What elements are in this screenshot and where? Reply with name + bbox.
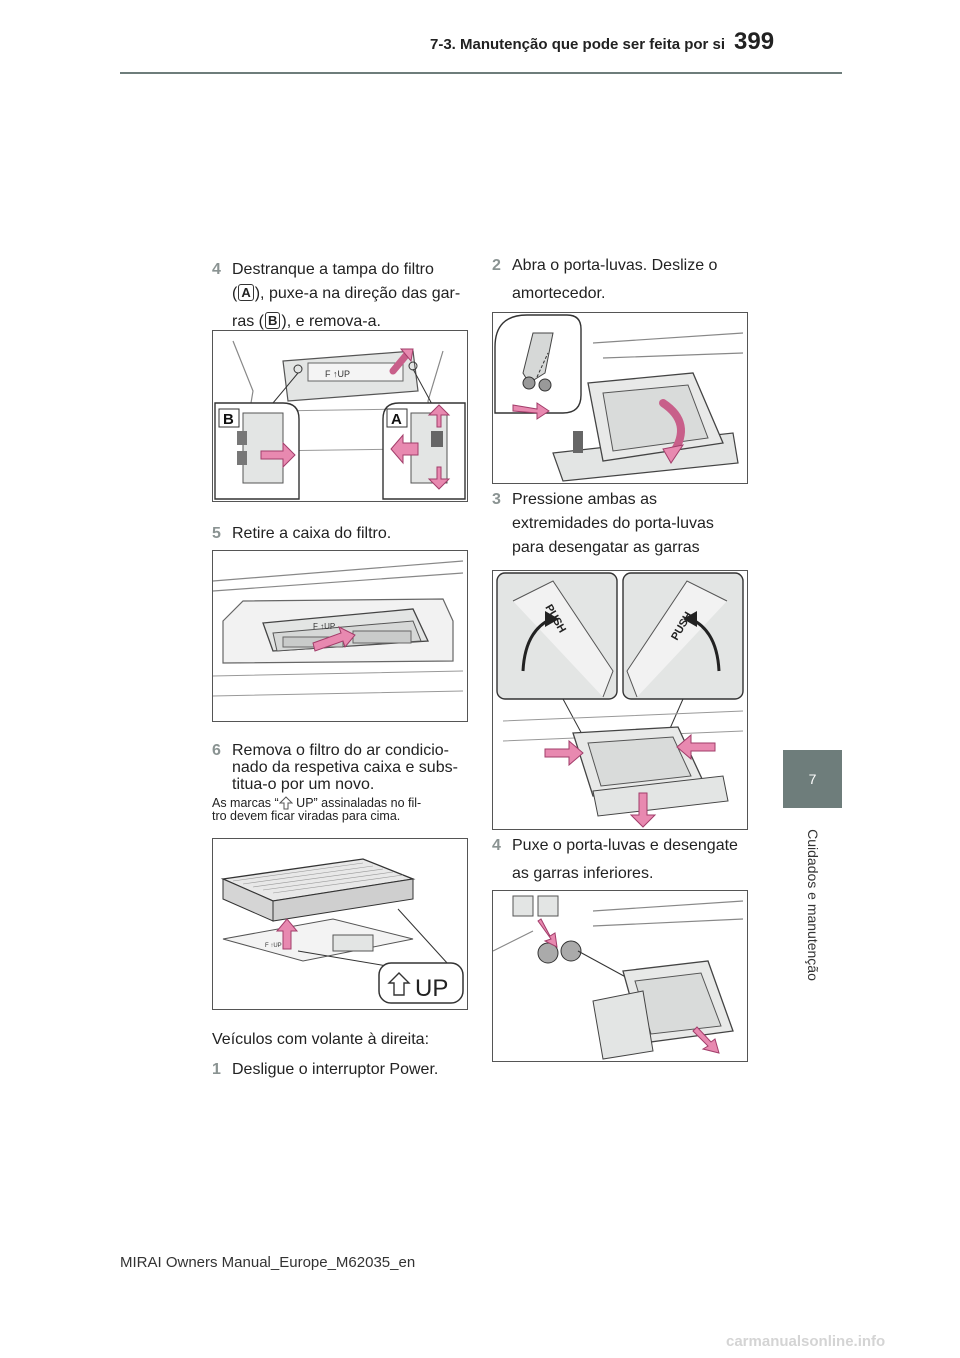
note-text: tro devem ficar viradas para cima. (212, 809, 401, 823)
figure-filter-case: F ↑UP (212, 550, 468, 722)
step-text: para desengatar as garras (512, 539, 700, 556)
filter-mark: F ↑UP (313, 622, 335, 631)
step-text: Pressione ambas as (512, 491, 657, 508)
step-4-right: 4 Puxe o porta-luvas e desengate as garra… (492, 834, 762, 886)
note-text: As marcas “ (212, 796, 279, 810)
section-title: 7-3. Manutenção que pode ser feita por s… (430, 36, 726, 53)
page-number: 399 (734, 28, 775, 55)
watermark-logo: carmanualsonline.info (722, 1330, 952, 1352)
note-text: UP” assinaladas no fil- (292, 796, 422, 810)
step-text: ras ( (232, 313, 264, 330)
step-text: Puxe o porta-luvas e desengate (512, 837, 738, 854)
step-text: as garras inferiores. (512, 865, 654, 882)
step-number: 4 (492, 837, 501, 854)
header-divider (120, 72, 842, 74)
step-number: 4 (212, 261, 221, 278)
up-arrow-icon (278, 796, 293, 810)
step-number: 5 (212, 525, 221, 542)
step-text: Abra o porta-luvas. Deslize o (512, 257, 718, 274)
step-number: 2 (492, 257, 501, 274)
step-text: extremidades do porta-luvas (512, 515, 714, 532)
small-filter-mark: F ↑UP (265, 943, 282, 949)
step-text: amortecedor. (512, 285, 606, 302)
figure-remove-glovebox (492, 890, 748, 1062)
chapter-tab: 7 (783, 750, 842, 808)
label-b-badge: B (265, 312, 281, 329)
chapter-title-text: Cuidados e manutenção (804, 829, 821, 981)
step-1-left: 1 Desligue o interruptor Power. (212, 1058, 472, 1082)
figure-label-a: A (391, 411, 402, 428)
step-text: nado da respetiva caixa e subs- (232, 759, 458, 776)
figure-new-filter: F ↑UP UP (212, 838, 468, 1010)
footer-manual-id: MIRAI Owners Manual_Europe_M62035_en (120, 1254, 416, 1271)
step-text: Destranque a tampa do filtro (232, 261, 434, 278)
up-label: UP (415, 975, 448, 1002)
step-text: Retire a caixa do filtro. (232, 525, 392, 542)
chapter-title: Cuidados e manutenção (783, 820, 842, 990)
step-2-right: 2 Abra o porta-luvas. Deslize o amorteced… (492, 254, 762, 306)
step-number: 3 (492, 491, 501, 508)
step-text: titua-o por um novo. (232, 776, 375, 793)
step-text: Desligue o interruptor Power. (232, 1061, 439, 1078)
step-number: 6 (212, 742, 221, 759)
step-number: 1 (212, 1061, 221, 1078)
rhd-heading: Veículos com volante à direita: (212, 1031, 430, 1048)
step-text: ), puxe-a na direção das gar- (254, 285, 461, 302)
label-a-badge: A (238, 284, 254, 301)
figure-push-glovebox: PUSH PUSH (492, 570, 748, 830)
step-5-left: 5 Retire a caixa do filtro. (212, 522, 472, 546)
step-text: ), e remova-a. (281, 313, 381, 330)
step-text: Remova o filtro do ar condicio- (232, 742, 449, 759)
figure-label-b: B (223, 411, 234, 428)
step-3-right: 3 Pressione ambas as extremidades do port… (492, 488, 762, 560)
note-up-marks: As marcas “ UP” assinaladas no fil- tro … (212, 796, 472, 823)
figure-open-glovebox (492, 312, 748, 484)
watermark-text: carmanualsonline.info (726, 1333, 885, 1350)
figure-filter-cover: F ↑UP B A (212, 330, 468, 502)
step-6-left: 6 Remova o filtro do ar condicio- nado da… (212, 742, 472, 793)
filter-mark: F ↑UP (325, 369, 350, 379)
